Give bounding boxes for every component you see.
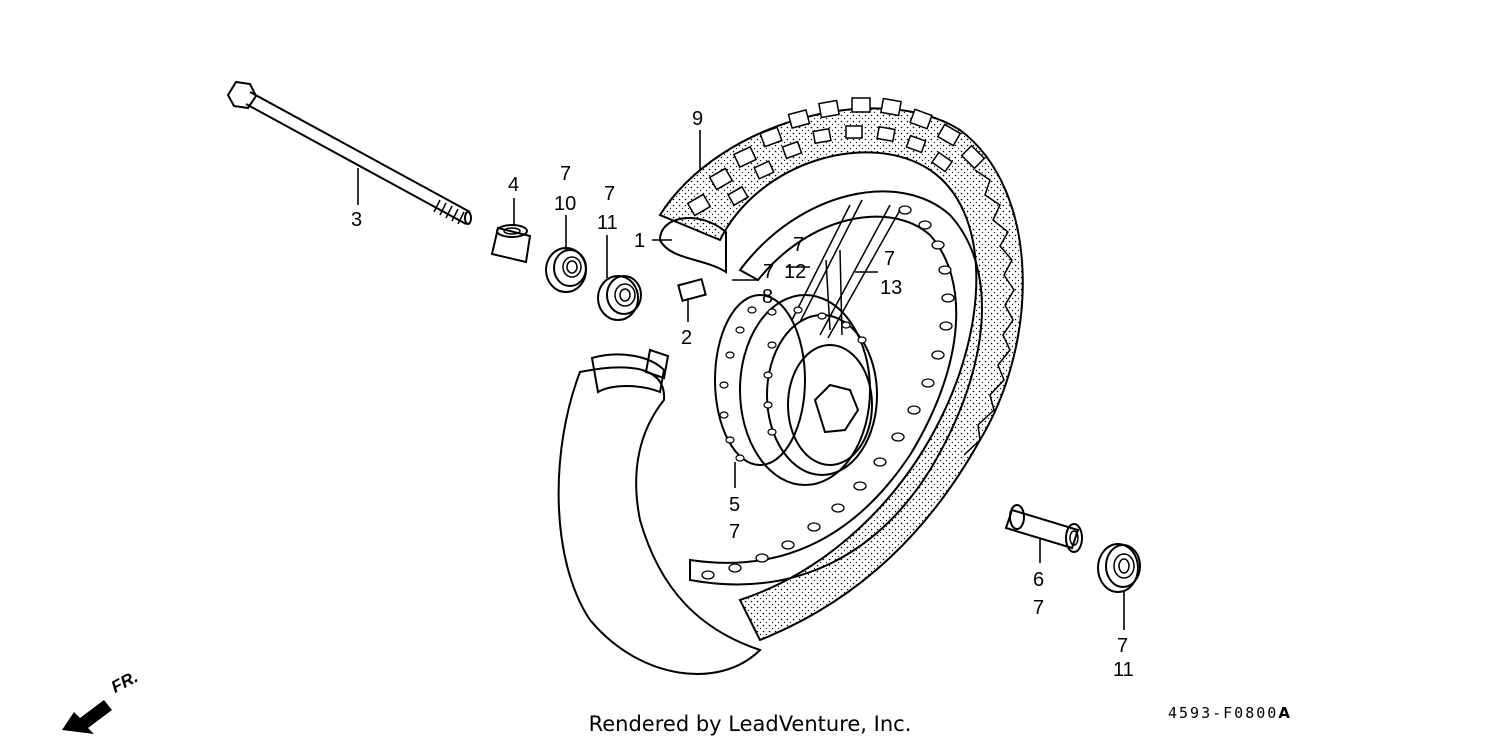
tire-part[interactable]	[658, 97, 1024, 642]
callout-13: 13	[880, 277, 902, 299]
callout-7-11a: 7	[604, 183, 615, 205]
callout-6-7: 7	[1033, 597, 1044, 619]
footer-credit: Rendered by LeadVenture, Inc.	[588, 712, 912, 736]
rim-part[interactable]	[677, 190, 983, 586]
callout-5-7: 7	[729, 521, 740, 543]
callout-11: 11	[597, 212, 618, 234]
callout-10: 10	[554, 193, 576, 215]
callout-7-10a: 7	[560, 163, 571, 185]
leader-lines	[357, 130, 1125, 630]
callout-3: 3	[351, 209, 362, 231]
callout-7-11b: 7	[1117, 635, 1128, 657]
collar-part[interactable]	[490, 224, 532, 264]
diagram-code-suffix: A	[1278, 704, 1292, 722]
axle-part[interactable]	[226, 80, 472, 225]
callout-2: 2	[681, 327, 692, 349]
hub-part[interactable]	[714, 294, 878, 486]
callout-12: 12	[784, 261, 806, 283]
bearing-left-part[interactable]	[597, 275, 642, 321]
front-arrow-icon	[62, 700, 112, 734]
callout-6: 6	[1033, 569, 1044, 591]
distance-collar-part[interactable]	[1004, 504, 1083, 553]
inner-tube-part[interactable]	[557, 348, 762, 675]
diagram-code: 4593-F0800A	[1168, 704, 1292, 722]
callout-labels: 3 4 7 10 7 11 1 2 9 7 8 7 12 7 13 5 7 6 …	[351, 108, 1134, 681]
callout-1: 1	[634, 230, 645, 252]
callout-7-12a: 7	[793, 234, 804, 256]
callout-9: 9	[692, 108, 703, 130]
callout-5: 5	[729, 494, 740, 516]
callout-11-right: 11	[1113, 659, 1134, 681]
callout-7-13a: 7	[884, 248, 895, 270]
callout-4: 4	[508, 174, 519, 196]
callout-8: 8	[762, 286, 773, 308]
dust-seal-part[interactable]	[545, 247, 587, 293]
callout-7-8a: 7	[763, 261, 774, 283]
bearing-right-part[interactable]	[1097, 543, 1141, 593]
